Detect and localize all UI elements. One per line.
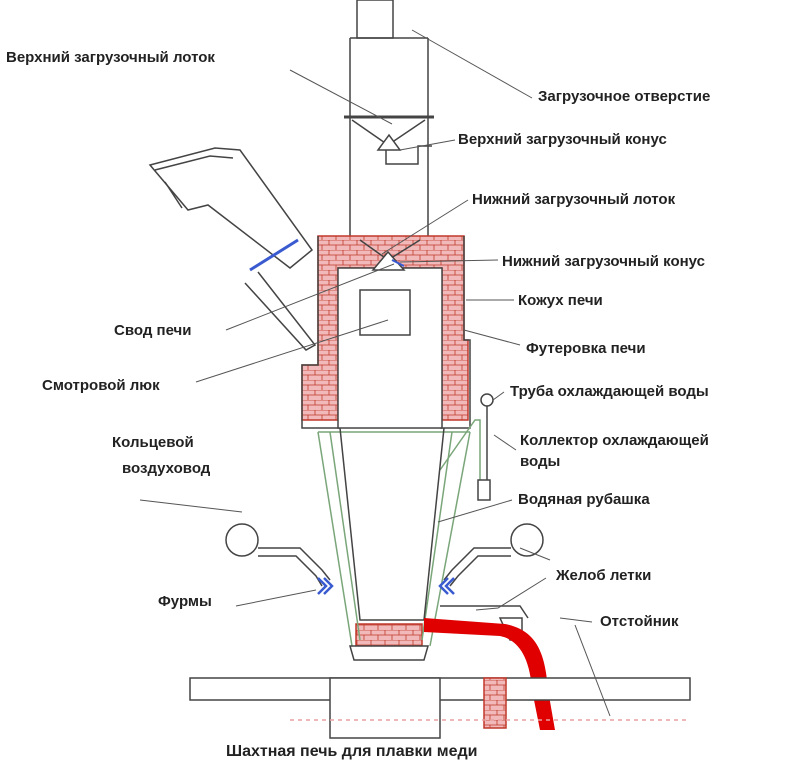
label-bustle-pipe-line2: воздуховод <box>122 460 211 477</box>
label-furnace-roof: Свод печи <box>114 322 191 339</box>
label-taphole-launder: Желоб летки <box>555 567 651 584</box>
water-jacket <box>317 419 481 647</box>
feed-tube <box>344 0 434 240</box>
furnace-base <box>189 645 691 739</box>
diagram-caption: Шахтная печь для плавки меди <box>226 743 477 760</box>
label-water-jacket: Водяная рубашка <box>518 491 650 508</box>
labels: Верхний загрузочный лоток Загрузочное от… <box>6 49 710 760</box>
label-bustle-pipe-line1: Кольцевой <box>112 434 194 451</box>
taphole-launder <box>440 605 529 641</box>
molten-metal-stream <box>424 618 555 730</box>
label-upper-chute: Верхний загрузочный лоток <box>6 49 215 66</box>
label-collector-line1: Коллектор охлаждающей <box>520 432 709 449</box>
label-inspection-hatch: Смотровой люк <box>42 377 160 394</box>
inclined-chute <box>148 147 317 351</box>
label-furnace-casing: Кожух печи <box>518 292 603 309</box>
tuyere-left <box>317 577 334 595</box>
bustle-pipe-right <box>443 523 544 587</box>
shaft-outline <box>339 427 445 621</box>
leader-lines <box>139 29 611 717</box>
tuyere-right <box>438 577 455 595</box>
label-cooling-pipe: Труба охлаждающей воды <box>510 383 709 400</box>
label-lower-chute: Нижний загрузочный лоток <box>472 191 676 208</box>
label-collector-line2: воды <box>520 453 560 470</box>
label-lower-cone: Нижний загрузочный конус <box>502 253 705 270</box>
label-settler: Отстойник <box>600 613 679 630</box>
label-upper-cone: Верхний загрузочный конус <box>458 131 667 148</box>
label-charging-hole: Загрузочное отверстие <box>538 88 710 105</box>
inspection-hatch <box>359 289 411 336</box>
label-tuyeres: Фурмы <box>158 593 212 610</box>
bustle-pipe-left <box>225 523 331 587</box>
label-lining: Футеровка печи <box>526 340 646 357</box>
cooling-water-pipe <box>477 393 494 501</box>
lower-charging-cone <box>359 239 421 271</box>
